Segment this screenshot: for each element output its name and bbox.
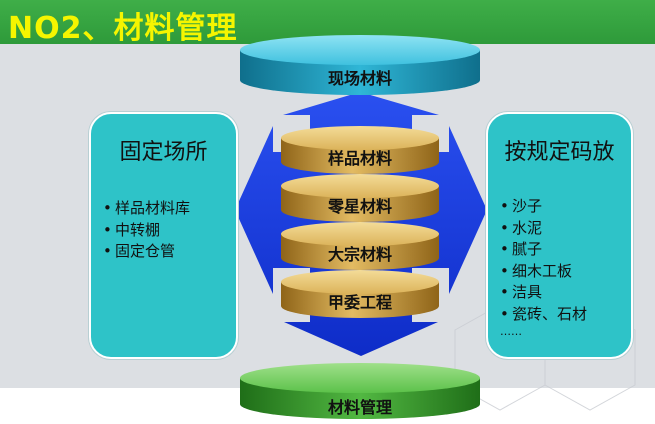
fixed-location-title: 固定场所 [119, 140, 208, 165]
fixed-location-box: 固定场所 •样品材料库 •中转棚 •固定仓管 [89, 112, 238, 359]
stack-label-2: 零星材料 [327, 197, 392, 216]
stack-layer-2 [281, 174, 439, 222]
list-item-text: 腻子 [512, 240, 543, 258]
stacking-rules-title: 按规定码放 [504, 140, 615, 165]
stack-layer-1 [281, 126, 439, 174]
stacking-rules-box: 按规定码放 •沙子 •水泥 •腻子 •细木工板 •洁具 •瓷砖、石材 …… [486, 112, 633, 359]
list-item: …… [500, 325, 587, 339]
gold-stack [281, 126, 439, 318]
list-item-text: 瓷砖、石材 [512, 304, 588, 323]
list-item: •固定仓管 [103, 242, 176, 260]
stack-label-1: 样品材料 [327, 149, 392, 168]
stack-label-4: 甲委工程 [327, 293, 392, 312]
list-item: •瓷砖、石材 [500, 304, 588, 323]
list-item-text: 水泥 [512, 218, 543, 237]
list-item: •中转棚 [103, 220, 161, 239]
list-item: •样品材料库 [103, 199, 191, 217]
bottom-cylinder [240, 363, 480, 419]
top-cylinder-label: 现场材料 [327, 69, 392, 88]
list-item-text: …… [500, 325, 522, 338]
stacking-rules-list: •沙子 •水泥 •腻子 •细木工板 •洁具 •瓷砖、石材 …… [500, 196, 587, 339]
list-item-text: 固定仓管 [115, 242, 176, 260]
top-cylinder [240, 35, 480, 95]
list-item: •水泥 [500, 218, 543, 237]
list-item: •洁具 [500, 283, 543, 301]
stack-layer-3 [281, 222, 439, 270]
list-item-text: 洁具 [512, 283, 543, 301]
list-item-text: 沙子 [512, 197, 543, 215]
list-item: •细木工板 [500, 261, 573, 280]
fixed-location-list: •样品材料库 •中转棚 •固定仓管 [103, 198, 190, 263]
list-item-text: 样品材料库 [115, 199, 191, 217]
stack-layer-4 [281, 270, 439, 318]
list-item-text: 细木工板 [512, 261, 573, 280]
page-title: NO2、材料管理 [8, 11, 238, 46]
list-item: •腻子 [500, 240, 543, 258]
stack-label-3: 大宗材料 [327, 245, 392, 264]
list-item-text: 中转棚 [115, 220, 161, 239]
list-item: •沙子 [500, 197, 543, 215]
bottom-cylinder-label: 材料管理 [327, 398, 392, 417]
